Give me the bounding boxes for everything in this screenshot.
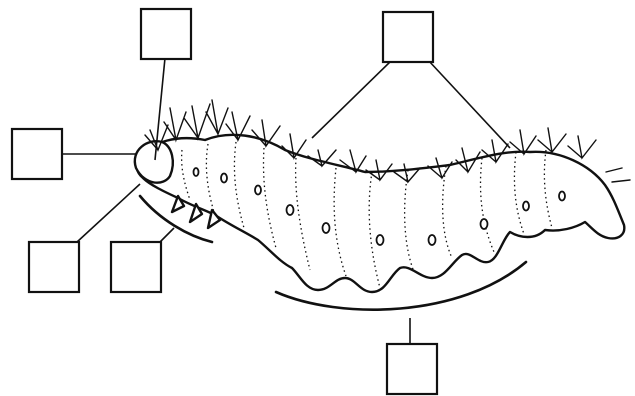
head-region-bracket bbox=[138, 194, 214, 244]
label-box-top-center[interactable] bbox=[381, 10, 435, 64]
label-box-bottom-center[interactable] bbox=[385, 342, 439, 396]
leader-line-bottom-left-1 bbox=[76, 183, 141, 243]
leader-line-top-left bbox=[154, 57, 166, 161]
leader-line-top-center-right bbox=[427, 59, 511, 149]
caterpillar-body bbox=[133, 99, 631, 294]
abdomen-region-bracket bbox=[274, 260, 528, 311]
label-box-left-head[interactable] bbox=[10, 127, 64, 181]
label-box-bottom-left-2[interactable] bbox=[109, 240, 163, 294]
label-box-bottom-left-1[interactable] bbox=[27, 240, 81, 294]
leader-line-top-center-left bbox=[311, 59, 393, 139]
leader-line-bottom-left-2 bbox=[159, 227, 175, 243]
label-box-top-left[interactable] bbox=[139, 7, 193, 61]
